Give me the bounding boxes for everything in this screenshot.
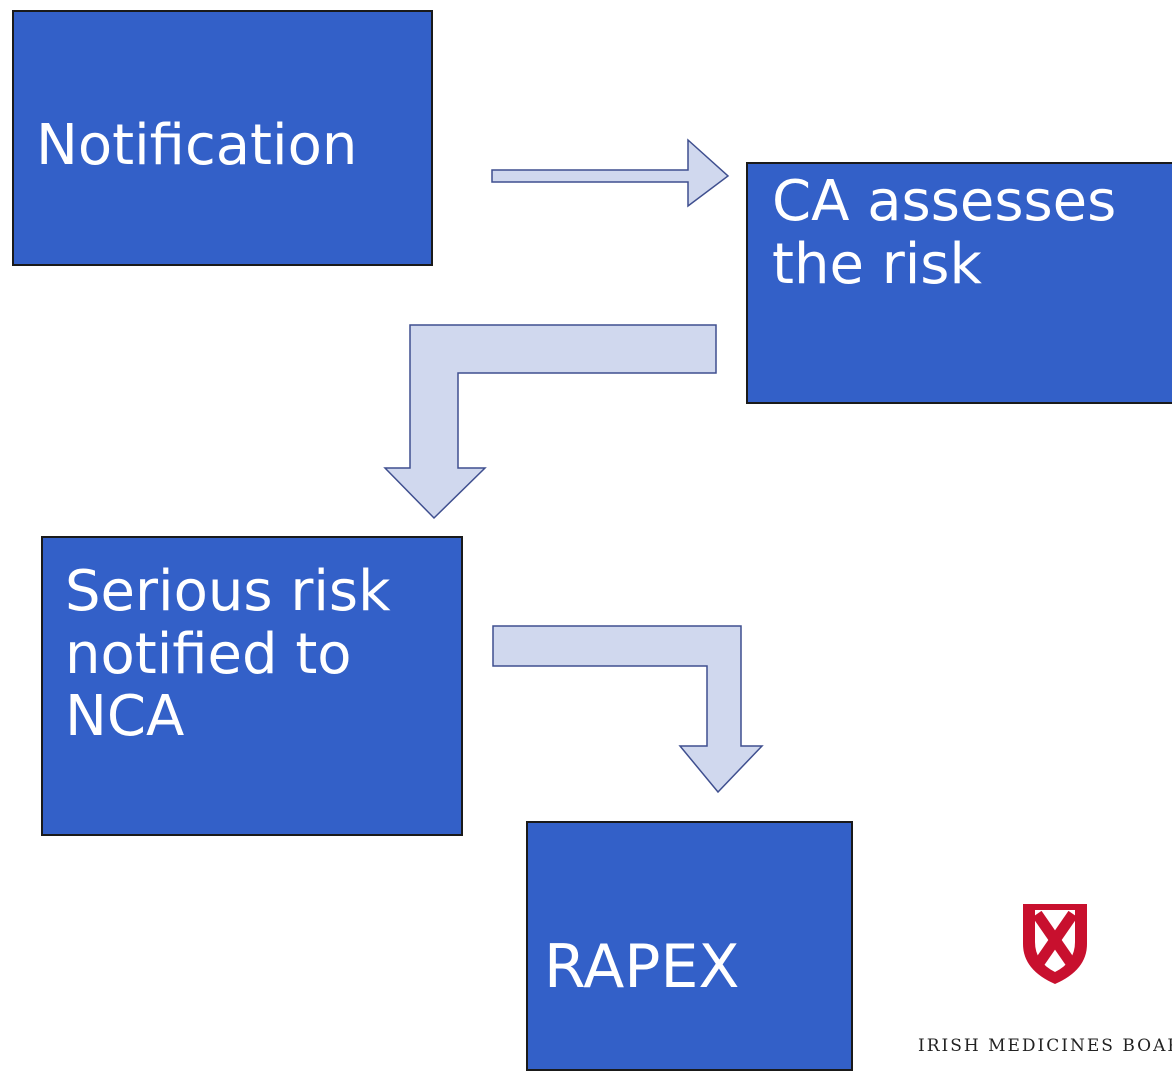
ca-assesses-label: CA assesses the risk	[772, 169, 1117, 297]
serious-risk-label: Serious risk notified to NCA	[65, 559, 391, 750]
logo-text: IRISH MEDICINES BOARD	[918, 1036, 1172, 1056]
serious-risk-box: Serious risk notified to NCA	[41, 536, 463, 836]
rapex-box: RAPEX	[526, 821, 853, 1071]
ca-assesses-box: CA assesses the risk	[746, 162, 1172, 404]
rapex-label: RAPEX	[544, 932, 740, 1002]
notification-box: Notification	[12, 10, 433, 266]
arrow-right-1	[491, 138, 730, 208]
notification-label: Notification	[36, 113, 358, 178]
arrow-bent-down-left	[383, 324, 717, 520]
shield-cross-icon	[1023, 904, 1087, 984]
arrow-bent-right-down	[492, 625, 764, 794]
